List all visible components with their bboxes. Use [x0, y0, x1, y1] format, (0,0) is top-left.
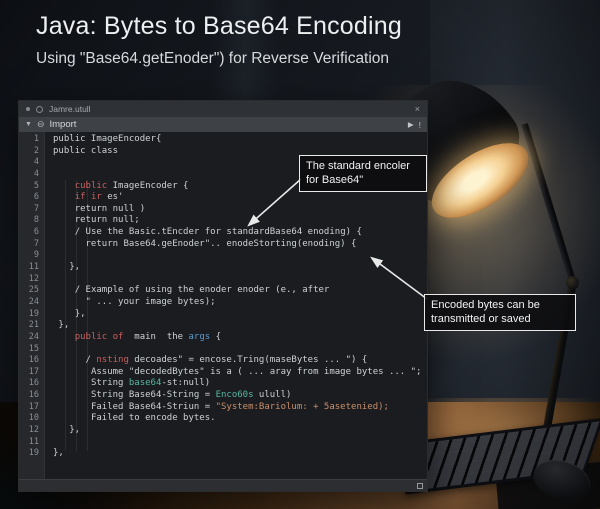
line-number: 6 — [33, 227, 39, 238]
code-line: }, — [69, 262, 81, 273]
code-area[interactable]: public ImageEncoder{public class cublic … — [45, 132, 427, 479]
code-line: }, — [74, 308, 86, 319]
line-number: 2 — [33, 145, 39, 156]
editor-breadcrumb-bar[interactable]: ▼ ⊖ Import ▶ ! — [19, 117, 427, 132]
callout-encoded-bytes: Encoded bytes can be transmitted or save… — [424, 294, 576, 331]
page-title: Java: Bytes to Base64 Encoding — [36, 12, 402, 40]
line-number: 12 — [28, 425, 39, 436]
line-number: 7 — [33, 238, 39, 249]
line-number: 24 — [28, 331, 39, 342]
breadcrumb-label: Import — [49, 119, 77, 130]
lamp-joint — [566, 276, 579, 289]
line-number: 5 — [33, 180, 39, 191]
indent-guide — [65, 180, 66, 451]
callout-line: for Base64" — [306, 174, 364, 187]
run-icon[interactable]: ▶ — [407, 120, 414, 129]
line-number: 11 — [28, 262, 39, 273]
code-line: public of main the args { — [74, 331, 222, 342]
line-number: 12 — [28, 273, 39, 284]
line-number: 16 — [28, 390, 39, 401]
code-line: / Use the Basic.tEncder for standardBase… — [74, 227, 362, 238]
line-number: 17 — [28, 401, 39, 412]
code-line: return null ) — [74, 203, 146, 214]
code-line — [53, 344, 427, 356]
dot-icon — [26, 107, 30, 111]
page-subtitle: Using "Base64.getEnoder") for Reverse Ve… — [36, 50, 390, 67]
line-number: 11 — [28, 436, 39, 447]
code-line — [53, 274, 427, 286]
code-lines: public ImageEncoder{public class cublic … — [53, 134, 427, 460]
line-number: 16 — [28, 355, 39, 366]
line-number: 19 — [28, 448, 39, 459]
code-line: cublic ImageEncoder { — [74, 180, 189, 191]
code-line: if ir es' — [74, 192, 124, 203]
chevron-down-icon[interactable]: ▼ — [25, 121, 32, 128]
editor-titlebar: Jamre.utull × — [19, 101, 427, 117]
line-number: 4 — [33, 168, 39, 179]
code-line: String Base64-String = Enco60s ulull) — [90, 390, 292, 401]
close-icon[interactable]: × — [414, 103, 420, 114]
tab-filename[interactable]: Jamre.utull — [49, 104, 91, 114]
code-line: / Example of using the enoder enoder (e.… — [74, 285, 330, 296]
more-icon[interactable]: ! — [418, 119, 421, 130]
code-line: Failed to encode bytes. — [90, 413, 216, 424]
code-line: }, — [58, 320, 70, 331]
code-line — [53, 437, 427, 449]
callout-standard-encoder: The standard encoler for Base64" — [299, 155, 427, 192]
line-number: 17 — [28, 366, 39, 377]
code-line — [53, 250, 427, 262]
line-number: 7 — [33, 203, 39, 214]
collapse-icon[interactable]: ⊖ — [36, 119, 45, 129]
line-number: 10 — [28, 413, 39, 424]
code-line: return null; — [74, 215, 140, 226]
circle-icon — [36, 105, 43, 113]
callout-line: Encoded bytes can be — [431, 299, 540, 311]
indent-guide — [87, 180, 88, 451]
resize-handle-icon[interactable] — [417, 482, 423, 489]
code-line: Assume "decodedBytes" is a ( ... aray fr… — [90, 366, 422, 377]
line-number: 4 — [33, 157, 39, 168]
code-line: }, — [53, 448, 64, 459]
line-number: 8 — [33, 215, 39, 226]
code-line: }, — [69, 425, 81, 436]
indent-guide — [76, 180, 77, 451]
line-number: 24 — [28, 296, 39, 307]
code-line: " ... your image bytes); — [85, 296, 216, 307]
line-number: 15 — [28, 343, 39, 354]
horizontal-scrollbar[interactable] — [19, 479, 427, 491]
line-number: 9 — [33, 250, 39, 261]
code-line: public class — [53, 145, 119, 156]
code-line: String base64-st:null) — [90, 378, 211, 389]
line-number: 6 — [33, 192, 39, 203]
code-line: return Base64.geEnoder".. enodeStorting(… — [85, 238, 357, 249]
callout-line: The standard encoler — [306, 160, 410, 172]
code-line: / nsting decoades" = encose.Tring(maseBy… — [85, 355, 368, 366]
code-line: Failed Base64-Striun = "System:Bariolum:… — [90, 401, 389, 412]
line-number: 19 — [28, 308, 39, 319]
callout-line: transmitted or saved — [431, 313, 531, 326]
line-number: 25 — [28, 285, 39, 296]
line-number: 21 — [28, 320, 39, 331]
code-line: public ImageEncoder{ — [53, 134, 162, 144]
line-number: 1 — [33, 134, 39, 144]
line-number: 16 — [28, 378, 39, 389]
